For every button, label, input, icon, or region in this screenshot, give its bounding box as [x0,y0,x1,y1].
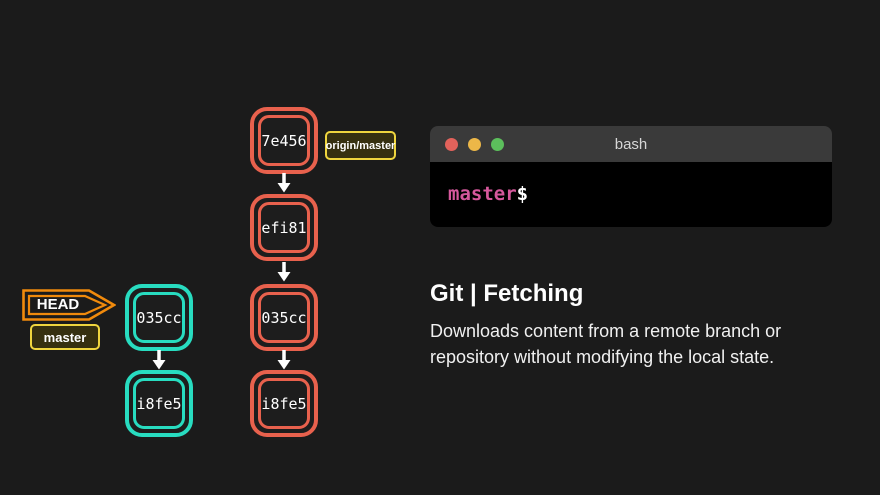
prompt-branch: master [448,183,517,205]
master-branch-label-text: master [43,329,87,345]
local-commit-node-2: i8fe5 [125,370,193,437]
prompt-symbol: $ [516,183,529,205]
head-label: HEAD [36,296,80,313]
arrow-down-icon [277,350,291,370]
description-line: Downloads content from a remote branch o… [430,321,782,341]
arrow-down-icon [152,350,166,370]
terminal-window: bash master$ [430,126,832,227]
arrow-down-icon [277,173,291,193]
head-tag: HEAD [22,289,117,321]
minimize-button[interactable] [468,137,481,151]
commit-hash: 035cc [136,308,182,327]
remote-commit-node-2: efi81 [250,194,318,261]
commit-hash: i8fe5 [136,394,182,413]
description: Downloads content from a remote branch o… [430,318,781,370]
head-arrow-outline-icon [22,289,117,321]
page-title: Git | Fetching [430,280,584,307]
commit-hash: 7e456 [261,131,307,150]
terminal-title: bash [614,135,648,153]
close-button[interactable] [445,137,458,151]
commit-hash: i8fe5 [261,394,307,413]
origin-master-label: origin/master [325,131,396,160]
terminal-body[interactable]: master$ [430,162,832,227]
arrow-down-icon [277,262,291,282]
terminal-titlebar: bash [430,126,832,162]
window-controls [430,137,504,151]
master-branch-label: master [30,324,100,350]
local-commit-node-1: 035cc [125,284,193,351]
commit-hash: 035cc [261,308,307,327]
remote-commit-node-4: i8fe5 [250,370,318,437]
description-line: repository without modifying the local s… [430,347,775,367]
origin-master-label-text: origin/master [325,139,396,152]
remote-commit-node-3: 035cc [250,284,318,351]
remote-commit-node-1: 7e456 [250,107,318,174]
commit-hash: efi81 [261,218,307,237]
zoom-button[interactable] [491,137,504,151]
